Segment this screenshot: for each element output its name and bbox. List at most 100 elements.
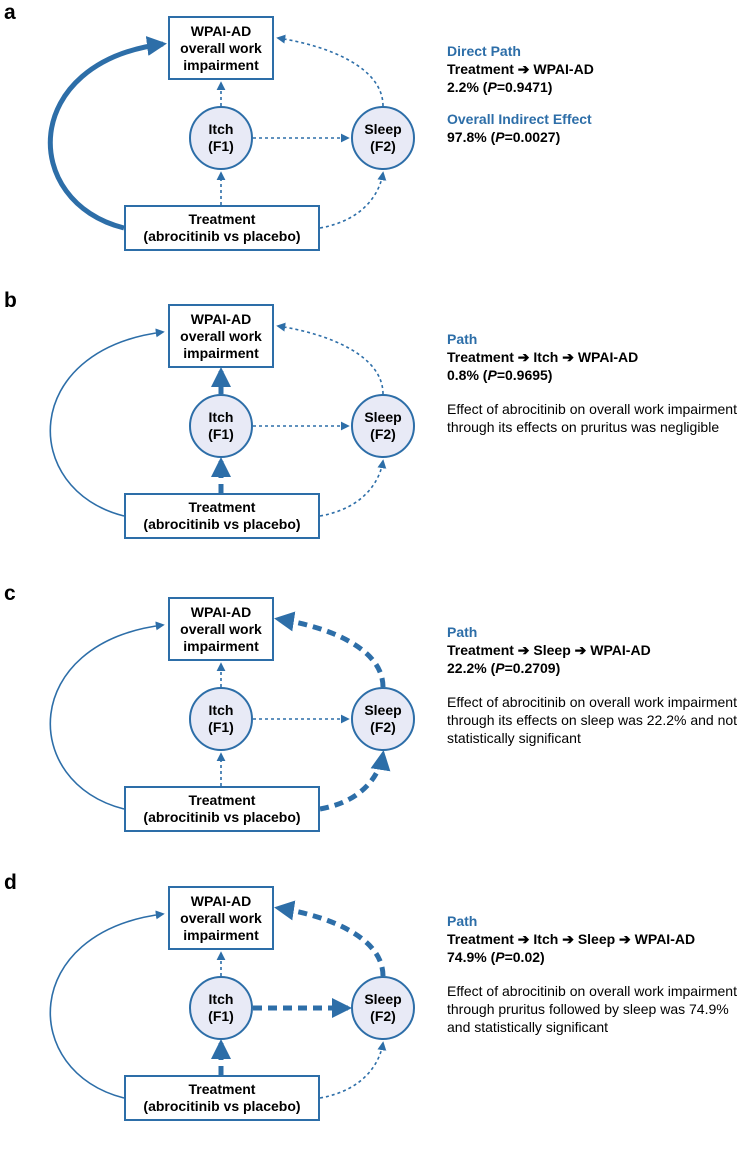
node-sleep-label: (F2): [370, 426, 396, 442]
node-sleep-label: Sleep: [364, 121, 402, 137]
panel-letter: a: [4, 1, 16, 24]
path-diagram: [47, 34, 387, 231]
node-itch: Itch(F1): [189, 106, 253, 170]
p-value: =0.2709): [504, 660, 561, 676]
node-treatment: Treatment(abrocitinib vs placebo): [124, 493, 320, 539]
node-sleep: Sleep(F2): [351, 976, 415, 1040]
indirect-heading: Overall Indirect Effect: [447, 111, 592, 127]
panel-letter: d: [4, 871, 17, 894]
percent: 0.8% (: [447, 367, 488, 383]
node-itch: Itch(F1): [189, 976, 253, 1040]
node-wpai-ad-label: overall work: [180, 39, 262, 56]
p-value: =0.02): [504, 949, 545, 965]
node-wpai-ad-label: overall work: [180, 327, 262, 344]
node-wpai-ad-label: overall work: [180, 620, 262, 637]
edge-sleep-wpai: [276, 34, 384, 107]
node-sleep-label: Sleep: [364, 409, 402, 425]
node-itch: Itch(F1): [189, 687, 253, 751]
path-result: 2.2% (P=0.9471): [447, 78, 747, 96]
effect-note: Effect of abrocitinib on overall work im…: [447, 983, 737, 1035]
node-wpai-ad-label: WPAI-AD: [190, 603, 252, 620]
node-wpai-ad-label: overall work: [180, 909, 262, 926]
effect-note: Effect of abrocitinib on overall work im…: [447, 694, 738, 746]
node-treatment: Treatment(abrocitinib vs placebo): [124, 786, 320, 832]
indirect-result: 97.8% (P=0.0027): [447, 128, 747, 146]
edge-treatment-sleep: [319, 1041, 387, 1099]
percent: 74.9% (: [447, 949, 496, 965]
node-sleep-label: (F2): [370, 138, 396, 154]
node-treatment-label: (abrocitinib vs placebo): [143, 1098, 301, 1114]
path-description: Treatment ➔ Itch ➔ WPAI-AD: [447, 349, 639, 365]
node-wpai-ad-label: WPAI-AD: [190, 310, 252, 327]
path-result: 74.9% (P=0.02): [447, 948, 747, 966]
path-result: 22.2% (P=0.2709): [447, 659, 747, 677]
node-treatment-label: Treatment: [188, 499, 256, 515]
node-sleep-label: Sleep: [364, 702, 402, 718]
path-heading: Direct Path: [447, 43, 521, 59]
path-description: Treatment ➔ WPAI-AD: [447, 61, 594, 77]
p-label: P: [487, 79, 497, 95]
effect-note: Effect of abrocitinib on overall work im…: [447, 401, 737, 435]
node-itch-label: (F1): [208, 426, 234, 442]
node-itch-label: Itch: [208, 409, 234, 425]
node-treatment-label: (abrocitinib vs placebo): [143, 809, 301, 825]
node-itch-label: (F1): [208, 138, 234, 154]
node-sleep: Sleep(F2): [351, 106, 415, 170]
node-treatment-label: Treatment: [188, 792, 256, 808]
edge-sleep-wpai: [274, 900, 386, 977]
p-value: =0.0027): [504, 129, 561, 145]
path-heading: Path: [447, 331, 478, 347]
edge-sleep-wpai: [274, 611, 386, 688]
node-sleep-label: Sleep: [364, 991, 402, 1007]
node-treatment-label: Treatment: [188, 211, 256, 227]
p-value: =0.9471): [496, 79, 553, 95]
path-heading: Path: [447, 913, 478, 929]
node-treatment: Treatment(abrocitinib vs placebo): [124, 1075, 320, 1121]
path-description: Treatment ➔ Itch ➔ Sleep ➔ WPAI-AD: [447, 931, 696, 947]
edge-treatment-wpai: [49, 910, 165, 1099]
node-sleep: Sleep(F2): [351, 394, 415, 458]
p-label: P: [487, 367, 497, 383]
edge-treatment-sleep: [319, 459, 387, 517]
node-sleep-label: (F2): [370, 719, 396, 735]
node-treatment: Treatment(abrocitinib vs placebo): [124, 205, 320, 251]
edge-treatment-wpai: [47, 36, 167, 231]
panel-letter: b: [4, 289, 17, 312]
node-treatment-label: (abrocitinib vs placebo): [143, 516, 301, 532]
node-sleep-label: (F2): [370, 1008, 396, 1024]
edge-treatment-wpai: [49, 621, 165, 810]
node-wpai-ad-label: WPAI-AD: [190, 22, 252, 39]
node-wpai-ad-label: WPAI-AD: [190, 892, 252, 909]
path-result: 0.8% (P=0.9695): [447, 366, 747, 384]
node-itch-label: Itch: [208, 991, 234, 1007]
node-itch: Itch(F1): [189, 394, 253, 458]
node-sleep: Sleep(F2): [351, 687, 415, 751]
p-label: P: [495, 660, 505, 676]
node-itch-label: (F1): [208, 719, 234, 735]
path-diagram: [49, 611, 391, 812]
percent: 97.8% (: [447, 129, 496, 145]
path-diagram: [49, 322, 387, 517]
node-wpai-ad-label: impairment: [183, 56, 259, 73]
path-description: Treatment ➔ Sleep ➔ WPAI-AD: [447, 642, 651, 658]
path-diagram: [49, 900, 387, 1099]
p-value: =0.9695): [496, 367, 553, 383]
edge-treatment-sleep: [319, 171, 387, 229]
p-label: P: [495, 949, 505, 965]
node-wpai-ad-label: impairment: [183, 637, 259, 654]
node-wpai-ad-label: impairment: [183, 344, 259, 361]
node-treatment-label: (abrocitinib vs placebo): [143, 228, 301, 244]
node-wpai-ad-label: impairment: [183, 926, 259, 943]
percent: 2.2% (: [447, 79, 488, 95]
